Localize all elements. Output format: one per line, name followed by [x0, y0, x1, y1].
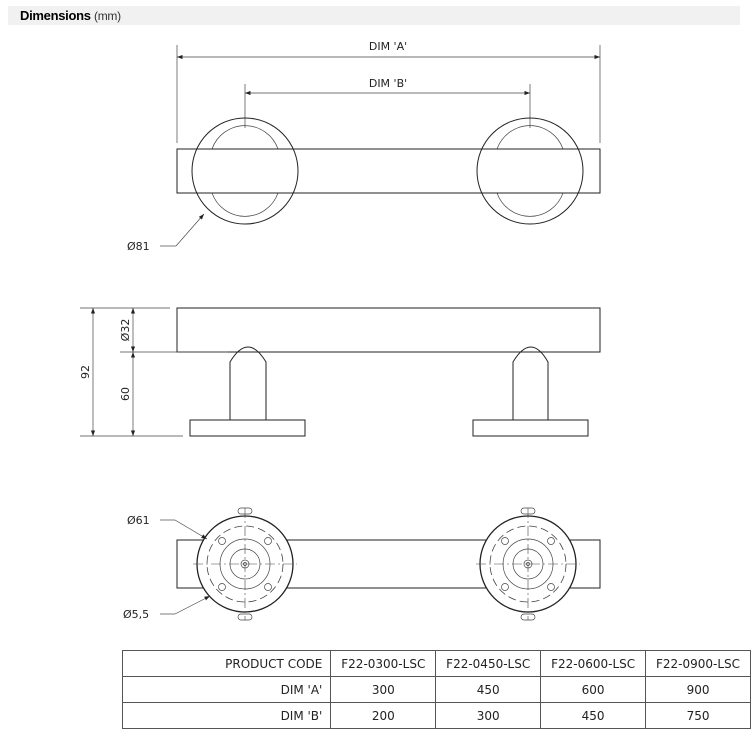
- cell: 300: [330, 676, 437, 703]
- product-dimensions-table: PRODUCT CODE F22-0300-LSC F22-0450-LSC F…: [121, 650, 751, 729]
- rosette-diameter-label: Ø81: [127, 240, 150, 253]
- rosette-right: [476, 117, 584, 225]
- unit-text: (mm): [94, 9, 121, 23]
- table-row: DIM 'A' 300 450 600 900: [121, 676, 751, 703]
- hole-diameter-label: Ø5,5: [123, 608, 149, 621]
- cell: 750: [645, 702, 751, 729]
- bar-diameter-label: Ø32: [119, 319, 132, 342]
- post-height-label: 60: [119, 387, 132, 401]
- cell: 300: [435, 702, 542, 729]
- product-code: F22-0300-LSC: [330, 650, 437, 677]
- rosette-left: [191, 117, 299, 225]
- cell: 450: [540, 702, 647, 729]
- bottom-view: Ø61 Ø5,5: [123, 507, 601, 621]
- dim-a-label: DIM 'A': [369, 40, 407, 53]
- cell: 450: [435, 676, 542, 703]
- base-diameter-label: Ø61: [127, 514, 150, 527]
- side-view: 92 60 Ø32: [79, 307, 601, 437]
- row-label: DIM 'A': [121, 676, 332, 703]
- product-code: F22-0600-LSC: [540, 650, 647, 677]
- top-view: DIM 'A' DIM 'B' Ø81: [127, 40, 601, 253]
- dim-b-label: DIM 'B': [369, 77, 407, 90]
- section-header: Dimensions (mm): [8, 6, 740, 25]
- bar-top: [176, 148, 601, 194]
- product-code: F22-0900-LSC: [645, 650, 751, 677]
- row-label: DIM 'B': [121, 702, 332, 729]
- section-title: Dimensions (mm): [20, 8, 121, 23]
- cell: 900: [645, 676, 751, 703]
- product-code: F22-0450-LSC: [435, 650, 542, 677]
- table-header-row: PRODUCT CODE F22-0300-LSC F22-0450-LSC F…: [121, 650, 751, 677]
- cell: 600: [540, 676, 647, 703]
- overall-height-label: 92: [79, 365, 92, 379]
- header-label: PRODUCT CODE: [121, 650, 332, 677]
- title-text: Dimensions: [20, 8, 91, 23]
- table-row: DIM 'B' 200 300 450 750: [121, 702, 751, 729]
- cell: 200: [330, 702, 437, 729]
